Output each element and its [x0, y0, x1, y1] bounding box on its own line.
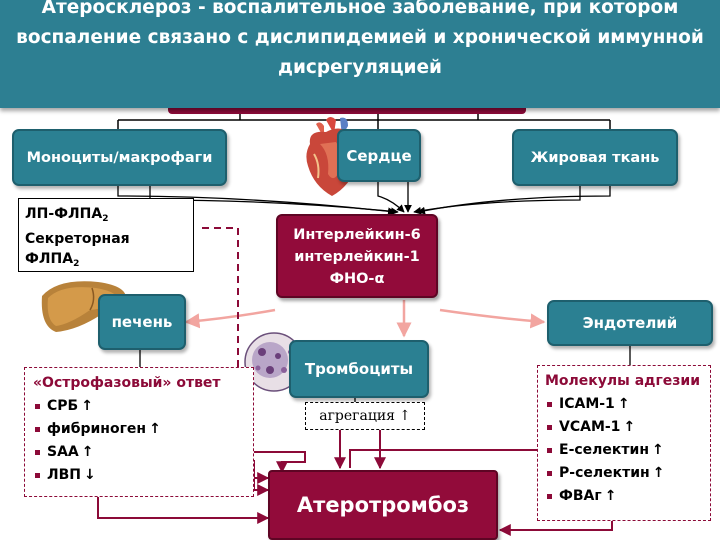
cytokines-box: Интерлейкин-6 интерлейкин-1 ФНО-α: [276, 214, 438, 298]
acute-phase-item: СРБ↑: [33, 395, 253, 418]
adhesion-molecules-box: Молекулы адгезии ICAM-1↑ VCAM-1↑ Е-селек…: [537, 365, 711, 521]
adhesion-list: ICAM-1↑ VCAM-1↑ Е-селектин↑ Р-селектин↑ …: [545, 393, 710, 508]
aggregation-arrow: ↑: [399, 408, 411, 424]
aggregation-label: агрегация: [319, 408, 396, 424]
adhesion-item: VCAM-1↑: [545, 416, 710, 439]
cytokine-tnf: ФНО-α: [329, 271, 385, 287]
header-title-line-2: воспаление связано с дислипидемией и хро…: [16, 27, 704, 48]
cytokine-output-arrows: [184, 300, 546, 338]
slide-header: Атеросклероз - воспалительное заболевани…: [0, 0, 720, 108]
converging-arrows: [117, 180, 611, 216]
lp-plpa-line-3: ФЛПА2: [25, 251, 80, 269]
cytokine-il1: интерлейкин-1: [294, 249, 420, 265]
lp-plpa-box: ЛП-ФЛПА2 Секреторная ФЛПА2: [18, 198, 194, 272]
adhesion-item: Е-селектин↑: [545, 439, 710, 462]
lp-plpa-line-1: ЛП-ФЛПА2: [25, 206, 109, 224]
monocytes-macrophages-box: Моноциты/макрофаги: [12, 129, 227, 186]
header-title-line-1: Атеросклероз - воспалительное заболевани…: [41, 0, 679, 18]
platelets-box: Тромбоциты: [289, 340, 429, 398]
aggregation-box: агрегация↑: [305, 402, 425, 430]
lp-plpa-line-2: Секреторная: [25, 231, 130, 247]
adipose-tissue-box: Жировая ткань: [512, 129, 678, 186]
acute-phase-title: «Острофазовый» ответ: [33, 375, 221, 391]
adhesion-item: ФВАг↑: [545, 485, 710, 508]
acute-phase-item: SAA↑: [33, 441, 253, 464]
acute-phase-response-box: «Острофазовый» ответ СРБ↑ фибриноген↑ SA…: [24, 367, 254, 497]
platelet-cell-icon: [244, 332, 304, 392]
acute-phase-list: СРБ↑ фибриноген↑ SAA↑ ЛВП↓: [33, 395, 253, 487]
top-branch-lines: [117, 114, 611, 130]
atherothrombosis-box: Атеротромбоз: [268, 470, 498, 540]
acute-phase-item: фибриноген↑: [33, 418, 253, 441]
cytokine-il6: Интерлейкин-6: [293, 227, 421, 243]
adhesion-title: Молекулы адгезии: [545, 373, 701, 389]
header-title-line-3: дисрегуляцией: [278, 57, 442, 78]
acute-phase-item: ЛВП↓: [33, 464, 253, 487]
liver-box: печень: [98, 294, 186, 350]
adhesion-item: Р-селектин↑: [545, 462, 710, 485]
endothelium-box: Эндотелий: [547, 300, 713, 346]
heart-box: Сердце: [337, 129, 421, 182]
adhesion-item: ICAM-1↑: [545, 393, 710, 416]
